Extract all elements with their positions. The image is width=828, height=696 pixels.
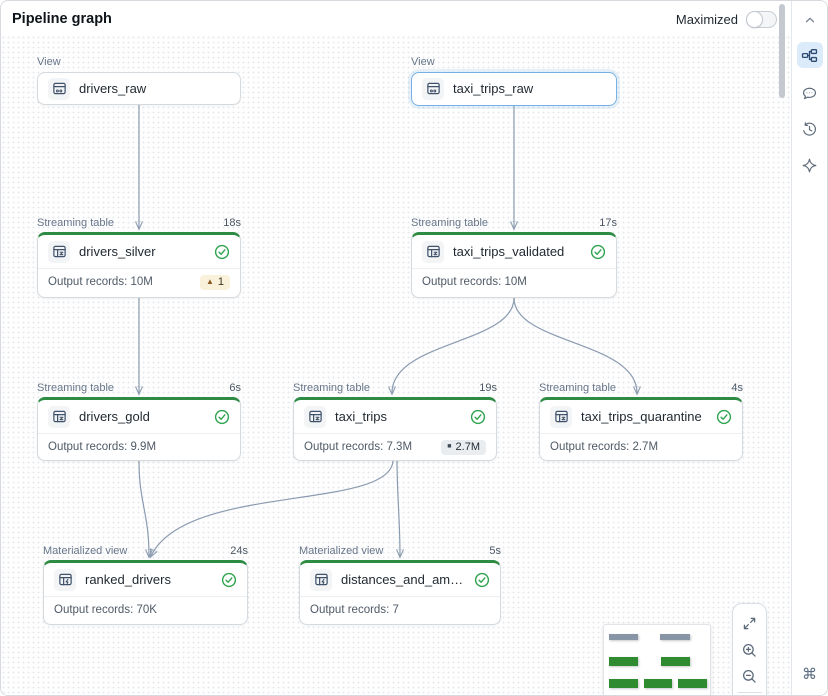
success-check-icon [474,572,490,588]
keyboard-shortcuts-button[interactable]: ⌘ [797,661,823,687]
success-check-icon [214,244,230,260]
node-kind-label: Materialized view [299,545,384,557]
minimap-node [609,679,638,688]
materialized-view-icon [54,568,76,591]
maximized-toggle[interactable] [746,11,777,28]
minimap-node [678,679,707,688]
assistant-sparkle-tab-icon[interactable] [797,152,823,178]
node-ranked-drivers[interactable]: ranked_drivers Output records: 70K [43,560,248,625]
node-drivers-gold[interactable]: drivers_gold Output records: 9.9M [37,397,241,461]
edge-taxi-trips-to-ranked [151,460,394,556]
maximized-label: Maximized [675,12,738,27]
node-duration: 4s [731,382,743,394]
success-check-icon [470,409,486,425]
node-kind-label: View [37,56,61,68]
streaming-table-icon [304,405,326,428]
metric-value: 2.7M [455,440,480,453]
node-title: taxi_trips_quarantine [581,409,702,424]
canvas-controls [732,603,767,695]
output-records: Output records: 7.3M [304,441,413,453]
minimap-node [660,634,690,640]
warning-badge[interactable]: ▲ 1 [199,274,230,290]
zoom-in-button[interactable] [736,637,764,664]
node-taxi-trips-raw[interactable]: taxi_trips_raw [411,72,617,106]
pipeline-graph-tab-icon[interactable] [796,42,823,68]
node-title: drivers_gold [79,409,150,424]
output-records: Output records: 7 [310,604,399,616]
output-records: Output records: 9.9M [48,441,157,453]
history-tab-icon[interactable] [797,116,823,142]
output-records: Output records: 2.7M [550,441,659,453]
minimap-node [644,679,672,688]
edge-gold-to-ranked [138,460,149,556]
node-title: distances_and_amounts_b... [341,572,465,587]
edge-taxi-trips-to-distances [397,460,400,556]
streaming-table-icon [422,240,444,263]
output-records: Output records: 70K [54,604,157,616]
node-kind-label: Streaming table [293,382,371,394]
view-table-icon [48,77,70,100]
warning-triangle-icon: ▲ [205,276,214,286]
minimap[interactable] [603,624,711,695]
streaming-table-icon [48,240,70,263]
graph-canvas[interactable]: View drivers_raw View [1,35,793,695]
right-sidebar-rail: ⌘ [791,1,827,695]
minimap-node [609,634,638,640]
streaming-table-icon [48,405,70,428]
success-check-icon [214,409,230,425]
metric-badge[interactable]: ■ 2.7M [441,439,486,455]
node-distances-and-amounts[interactable]: distances_and_amounts_b... Output record… [299,560,501,625]
node-duration: 18s [223,217,241,229]
success-check-icon [716,409,732,425]
node-kind-label: Streaming table [37,217,115,229]
warning-count: 1 [217,275,224,288]
node-duration: 6s [229,382,241,394]
node-drivers-raw[interactable]: drivers_raw [37,72,241,105]
toggle-knob [746,11,763,28]
command-icon: ⌘ [802,666,817,683]
comments-tab-icon[interactable] [797,80,823,106]
node-title: taxi_trips_validated [453,244,565,259]
materialized-view-icon [310,568,332,591]
node-title: taxi_trips [335,409,388,424]
node-taxi-trips-validated[interactable]: taxi_trips_validated Output records: 10M [411,232,617,298]
zoom-out-button[interactable] [736,664,764,691]
minimap-node [661,657,690,666]
view-table-icon [422,77,444,100]
node-taxi-trips[interactable]: taxi_trips Output records: 7.3M ■ 2.7M [293,397,497,461]
node-duration: 5s [489,545,501,557]
node-title: drivers_raw [79,81,147,96]
node-kind-label: View [411,56,435,68]
collapse-chevron-up-button[interactable] [797,7,823,33]
node-title: ranked_drivers [85,572,171,587]
node-kind-label: Streaming table [37,382,115,394]
node-duration: 17s [599,217,617,229]
node-taxi-trips-quarantine[interactable]: taxi_trips_quarantine Output records: 2.… [539,397,743,461]
edge-validated-to-taxi-trips [392,297,515,393]
page-title: Pipeline graph [12,11,112,27]
node-title: taxi_trips_raw [453,81,534,96]
node-kind-label: Streaming table [539,382,617,394]
node-duration: 19s [479,382,497,394]
metric-square-icon: ■ [447,443,452,450]
node-kind-label: Materialized view [43,545,128,557]
output-records: Output records: 10M [422,276,527,288]
edge-validated-to-quarantine [513,297,637,393]
minimap-node [609,657,638,666]
success-check-icon [590,244,606,260]
streaming-table-icon [550,405,572,428]
divider [737,692,762,694]
node-drivers-silver[interactable]: drivers_silver Output records: 10M ▲ 1 [37,232,241,298]
output-records: Output records: 10M [48,276,153,288]
node-duration: 24s [230,545,248,557]
fit-to-screen-button[interactable] [736,610,764,637]
node-kind-label: Streaming table [411,217,489,229]
node-title: drivers_silver [79,244,156,259]
vertical-scrollbar[interactable] [779,4,785,98]
success-check-icon [221,572,237,588]
